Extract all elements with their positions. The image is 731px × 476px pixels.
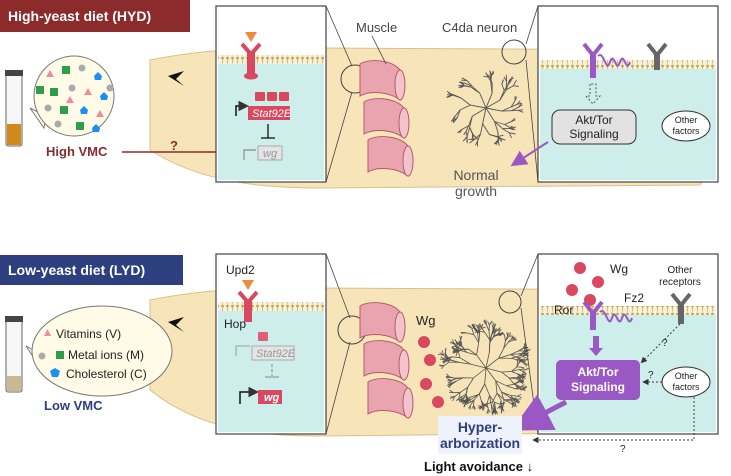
nutrient-particle: [66, 96, 74, 103]
nutrient-particle: [62, 66, 70, 74]
stat92e-bottom: Stat92E: [256, 348, 296, 360]
wg-bottom: wg: [264, 392, 280, 404]
c4da-neuron-top: [446, 70, 524, 147]
nutrient-particle: [54, 120, 62, 128]
nutrient-particle: [94, 72, 102, 80]
nutrient-particle: [44, 104, 52, 112]
lyd-banner: [0, 255, 183, 285]
nutrient-legend-bubble: Vitamins (V) Metal ions (M) Cholesterol …: [25, 305, 173, 397]
nutrient-particle: [80, 106, 88, 114]
wg-box-label: Wg: [610, 262, 628, 276]
fz2-label: Fz2: [624, 291, 644, 305]
nutrient-particle: [50, 88, 58, 96]
low-vmc-label: Low VMC: [44, 398, 103, 413]
nutrient-bubble-top: [29, 55, 115, 137]
q3-label: ?: [620, 444, 626, 455]
legend-vitamins: Vitamins (V): [56, 327, 121, 341]
hop-label: Hop: [224, 317, 246, 331]
q1-label: ?: [662, 338, 668, 349]
legend-metal-ions: Metal ions (M): [68, 348, 144, 362]
growth-arrow-top: [510, 141, 549, 167]
mouth-hook-bottom: [168, 317, 184, 332]
hyper-arrow: [511, 394, 568, 431]
q2-label: ?: [648, 370, 654, 381]
stat92e-top: Stat92E: [252, 108, 292, 120]
c4da-neuron-label: C4da neuron: [442, 20, 517, 35]
nutrient-particle: [68, 84, 76, 92]
ror-label: Ror: [554, 303, 573, 317]
high-vmc-label: High VMC: [46, 144, 108, 159]
top-panel: High-yeast diet (HYD) High VMC ?: [0, 0, 719, 199]
nutrient-particle: [46, 70, 54, 77]
nutrient-particle: [60, 106, 68, 114]
hyd-banner: [0, 0, 190, 32]
bottom-panel: Low-yeast diet (LYD) Vitamins (V) Metal …: [0, 253, 719, 474]
wg-top: wg: [263, 148, 278, 160]
c4da-neuron-bottom: [437, 319, 531, 416]
nutrient-particle: [76, 122, 84, 130]
question-mark-top: ?: [170, 138, 178, 153]
muscle-cell-box-bottom: Upd2 Hop Stat92E wg: [215, 253, 327, 435]
nutrient-particle: [78, 64, 86, 72]
nutrient-particle: [92, 124, 100, 132]
food-tube-bottom: [5, 316, 23, 393]
nutrient-particle: [84, 88, 92, 95]
nutrient-particle: [96, 110, 104, 117]
legend-cholesterol: Cholesterol (C): [66, 367, 147, 381]
muscle-cell-box-top: Stat92E wg: [215, 5, 327, 183]
light-avoidance-label: Light avoidance ↓: [424, 459, 533, 474]
hyd-banner-label: High-yeast diet (HYD): [8, 8, 151, 24]
wg-muscle-label: Wg: [416, 313, 436, 328]
wg-secreted-dots: [418, 336, 444, 408]
muscle-label: Muscle: [356, 20, 397, 35]
lyd-banner-label: Low-yeast diet (LYD): [8, 262, 145, 278]
food-tube-top: [5, 70, 23, 147]
upd2-label: Upd2: [226, 263, 255, 277]
mouth-hook-top: [168, 71, 184, 86]
nutrient-particle: [100, 92, 108, 100]
nutrient-particle: [106, 84, 114, 92]
hyper-arborization-label: Hyper-arborization: [440, 419, 520, 451]
other-factors-dashed-path: [532, 397, 695, 444]
nutrient-particle: [36, 86, 44, 94]
